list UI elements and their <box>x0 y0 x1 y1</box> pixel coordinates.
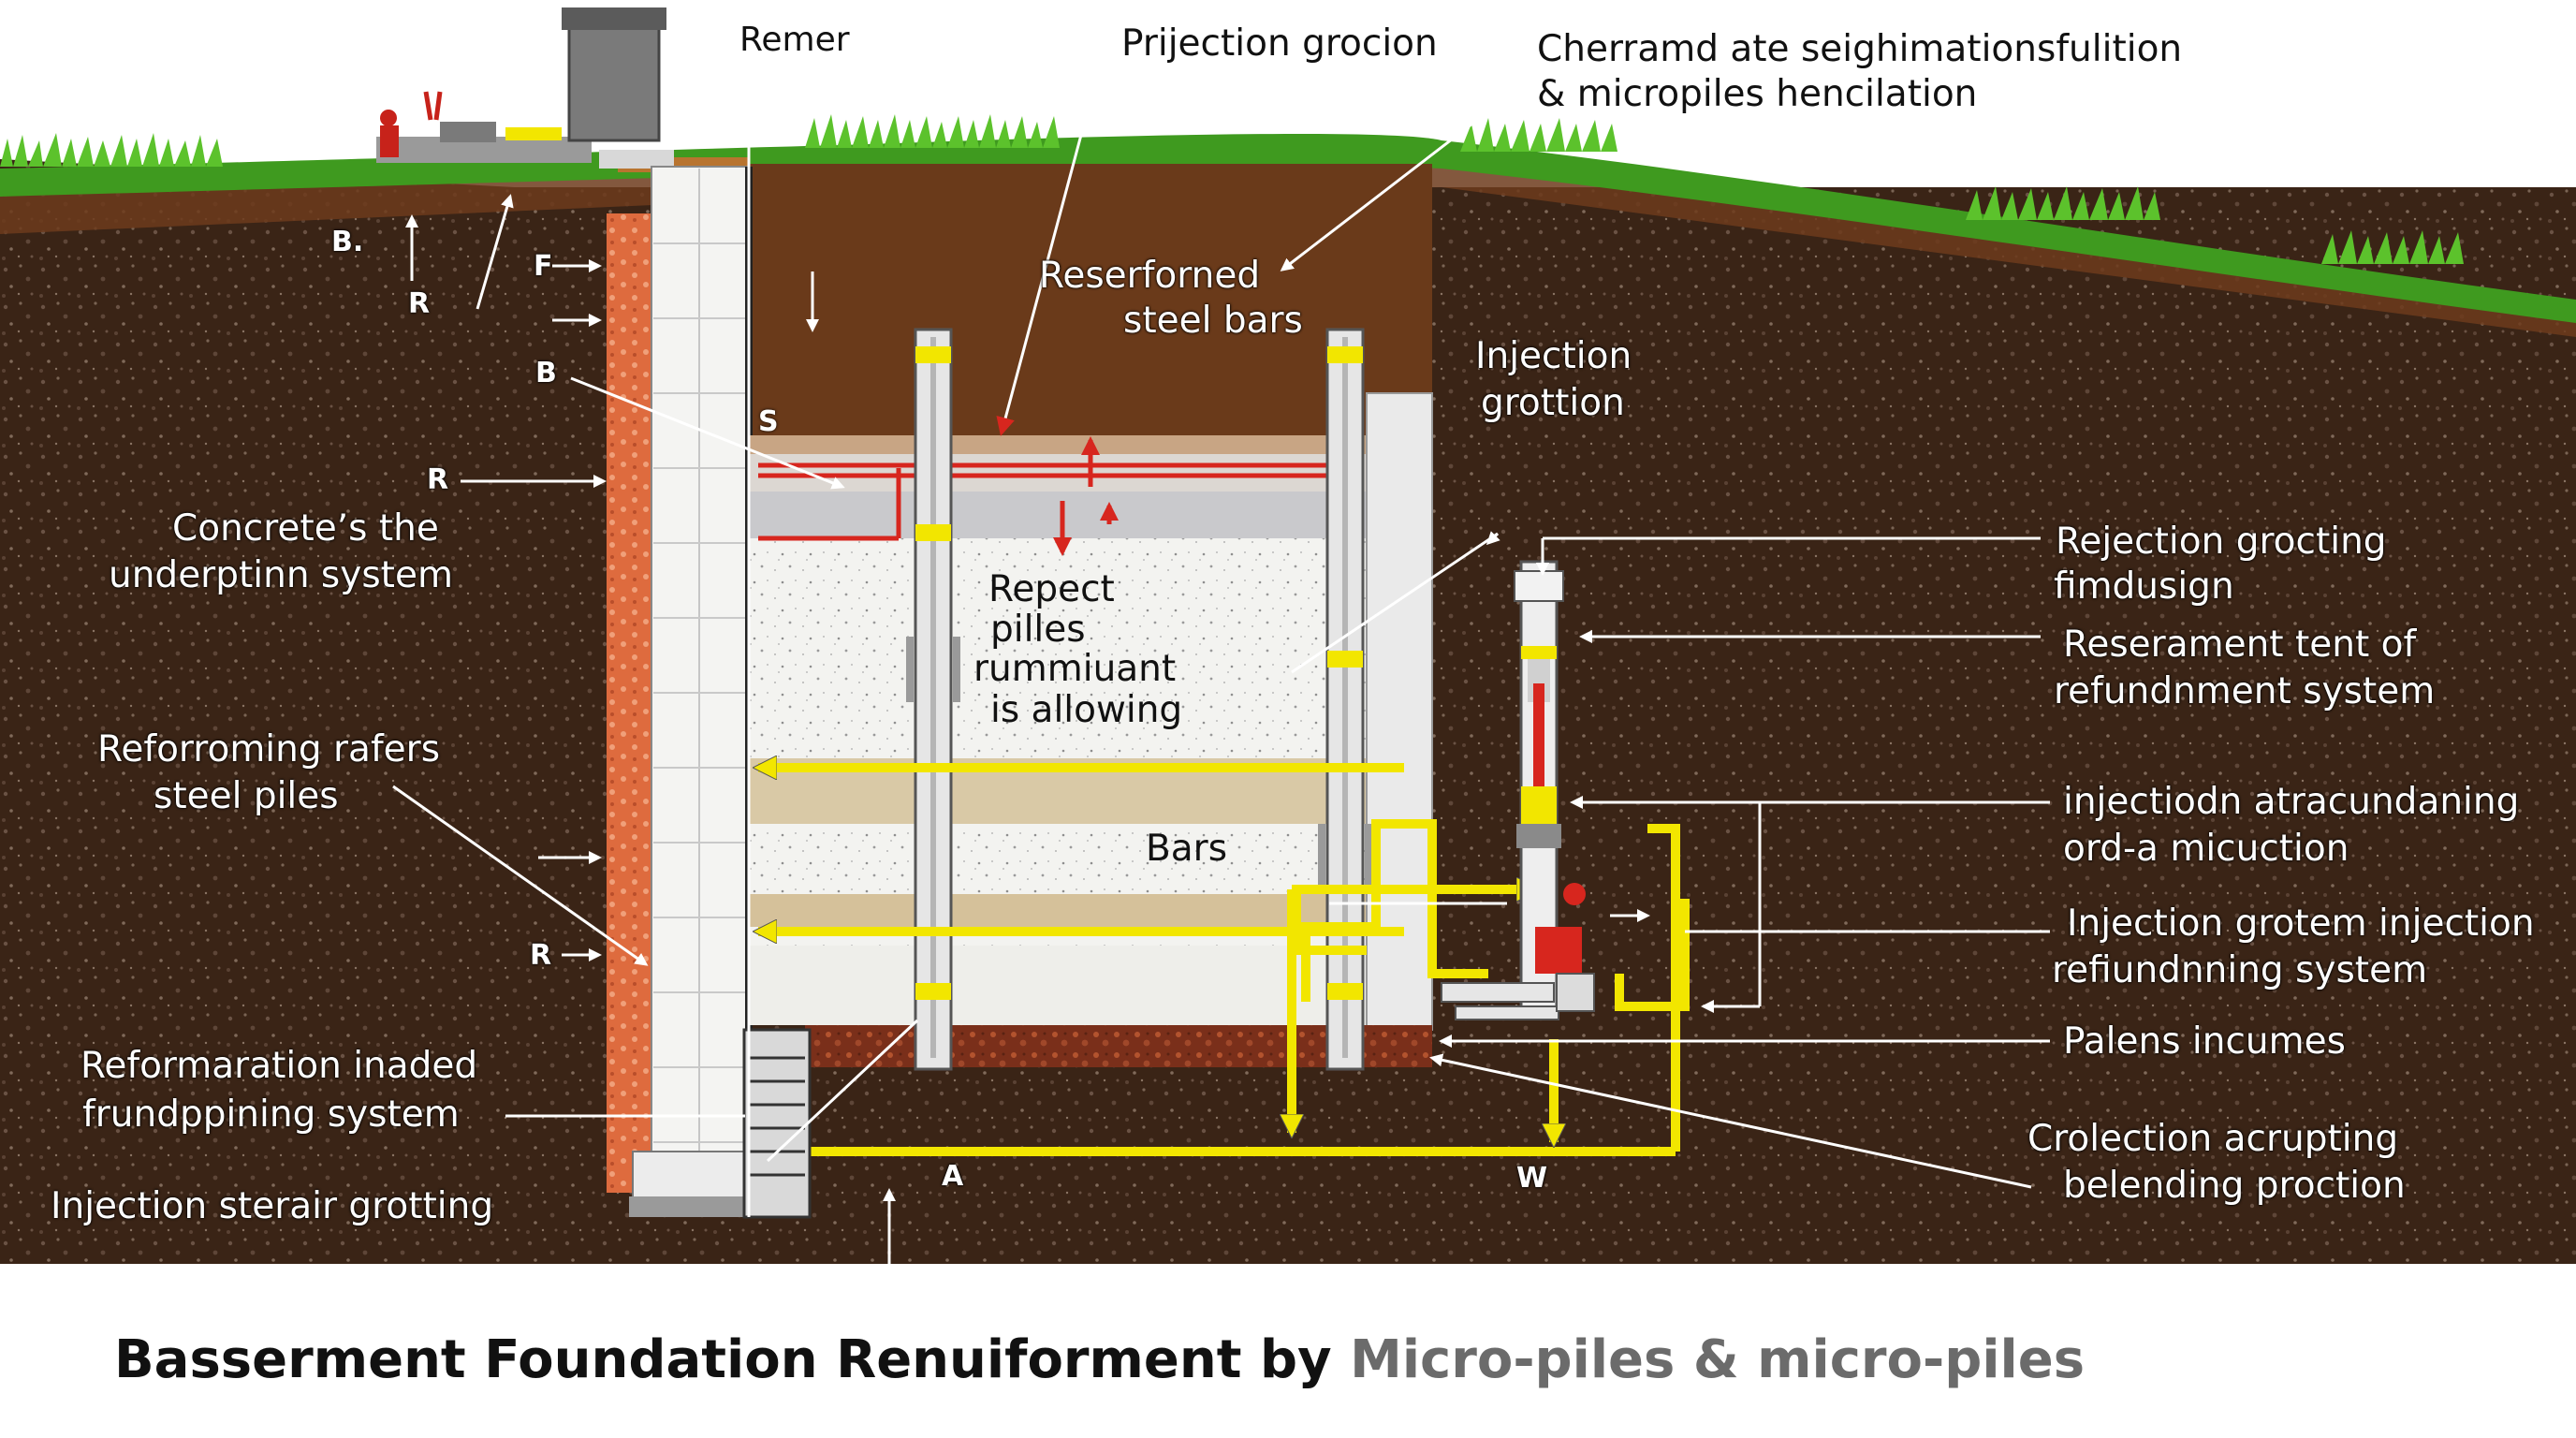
label-reserforned-1: Reserforned <box>1039 255 1261 297</box>
marker-a: A <box>942 1160 964 1193</box>
label-bars: Bars <box>1146 828 1228 870</box>
label-injectiodn-2: ord-a micuction <box>2063 828 2349 870</box>
label-reserament-2: refundnment system <box>2054 670 2436 712</box>
surface-equipment <box>376 7 666 163</box>
label-injectiodn-1: injectiodn atracundaning <box>2063 781 2520 823</box>
marker-w: W <box>1516 1162 1548 1195</box>
label-reserforned-2: steel bars <box>1123 300 1303 342</box>
label-top-right-2: & micropiles hencilation <box>1537 73 1978 115</box>
callout-arrows <box>392 34 2050 1264</box>
caption-muted: Micro-piles & micro-piles <box>1350 1329 2086 1390</box>
label-injection-grotem-2: refiundnning system <box>2052 949 2428 991</box>
label-reserament-1: Reserament tent of <box>2063 624 2417 666</box>
rebar-lines <box>758 436 1329 556</box>
marker-b-dot: B. <box>331 226 364 258</box>
label-injection-grottion-1: Injection <box>1475 335 1632 377</box>
label-crolection-1: Crolection acrupting <box>2027 1118 2399 1160</box>
figure-caption: Basserment Foundation Renuiforment by Mi… <box>114 1329 2085 1390</box>
label-repect-1: Repect <box>988 568 1115 610</box>
marker-s: S <box>758 405 779 438</box>
marker-f: F <box>534 250 553 283</box>
label-injection-grotem-1: Injection grotem injection <box>2067 902 2535 945</box>
grass <box>0 114 2576 323</box>
drain-ladder <box>742 1028 812 1219</box>
injection-rig <box>1441 560 1595 1020</box>
label-reforroming-2: steel piles <box>154 775 339 817</box>
label-injection-sterair: Injection sterair grotting <box>51 1185 494 1227</box>
micropile-left <box>906 328 960 1071</box>
ground-slab-left <box>599 150 674 169</box>
grout-lines <box>758 768 1690 1152</box>
label-injection-grottion-2: grottion <box>1481 382 1625 424</box>
label-repect-3: rummiuant <box>973 648 1177 690</box>
label-top-right-1: Cherramd ate seighimationsfulition <box>1537 28 2183 70</box>
label-repect-4: is allowing <box>990 689 1183 731</box>
label-crolection-2: belending proction <box>2063 1165 2406 1207</box>
marker-r-mid: R <box>427 463 449 496</box>
micropile-right <box>1318 328 1372 1071</box>
label-reforroming-1: Reforroming rafers <box>97 728 441 770</box>
label-palens: Palens incumes <box>2063 1020 2346 1063</box>
backfill-soil <box>749 164 1432 435</box>
label-reformaration-2: frundppining system <box>82 1093 460 1136</box>
micropile-diagram <box>0 7 2576 1264</box>
label-concrete-1: Concrete’s the <box>172 507 439 550</box>
label-reformaration-1: Reformaration inaded <box>80 1045 478 1087</box>
label-prijection: Prijection grocion <box>1121 22 1438 65</box>
marker-r-low: R <box>530 939 552 972</box>
marker-r-top: R <box>408 287 431 320</box>
label-rejection-2: fimdusign <box>2054 565 2234 608</box>
marker-b: B <box>535 357 557 389</box>
caption-bold: Basserment Foundation Renuiforment by <box>114 1329 1332 1390</box>
label-concrete-2: underptinn system <box>109 554 453 596</box>
label-rejection-1: Rejection grocting <box>2056 521 2387 563</box>
label-remer: Remer <box>739 21 850 59</box>
label-repect-2: pilles <box>990 609 1086 651</box>
